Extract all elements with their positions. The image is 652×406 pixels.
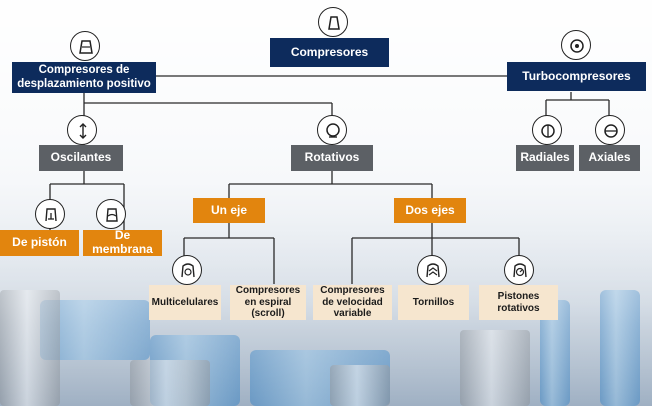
node-tornillos: Tornillos <box>398 285 469 320</box>
node-velocidad-line1: Compresores <box>320 285 385 297</box>
node-dos-ejes-label: Dos ejes <box>405 202 455 217</box>
radial-icon <box>532 115 562 145</box>
node-espiral-line2: en espiral <box>244 296 292 308</box>
rotary-icon <box>317 115 347 145</box>
compressor-icon <box>318 7 348 37</box>
node-espiral-line3: (scroll) <box>251 308 285 320</box>
node-compresores: Compresores <box>270 38 389 67</box>
node-oscilantes: Oscilantes <box>39 145 123 171</box>
node-piston: De pistón <box>0 230 79 256</box>
node-membrana: De membrana <box>83 228 162 256</box>
multicellular-icon <box>172 255 202 285</box>
node-turbocompresores: Turbocompresores <box>507 62 646 91</box>
node-axiales: Axiales <box>579 145 640 171</box>
node-oscilantes-label: Oscilantes <box>50 150 112 165</box>
turbo-icon <box>561 30 591 60</box>
node-pistones-rotativos: Pistones rotativos <box>479 285 558 320</box>
node-espiral-line1: Compresores <box>235 285 301 297</box>
node-piston-label: De pistón <box>12 235 67 250</box>
node-radiales: Radiales <box>516 145 574 171</box>
node-tornillos-label: Tornillos <box>412 296 455 308</box>
rotary-piston-icon <box>504 255 534 285</box>
node-axiales-label: Axiales <box>588 150 631 165</box>
node-un-eje: Un eje <box>193 198 265 223</box>
node-desplazamiento-line2: desplazamiento positivo <box>17 77 151 90</box>
screw-icon <box>417 255 447 285</box>
node-un-eje-label: Un eje <box>210 202 247 217</box>
axial-icon <box>595 115 625 145</box>
node-pistones-line1: Pistones <box>497 291 540 302</box>
node-radiales-label: Radiales <box>520 150 570 165</box>
node-multicelulares: Multicelulares <box>149 285 221 320</box>
piston-icon <box>35 199 65 229</box>
oscillating-icon <box>67 115 97 145</box>
node-dos-ejes: Dos ejes <box>394 198 466 223</box>
node-multicelulares-label: Multicelulares <box>151 296 219 308</box>
membrane-icon <box>96 199 126 229</box>
node-turbocompresores-label: Turbocompresores <box>522 68 631 83</box>
node-compresores-label: Compresores <box>290 44 369 59</box>
node-espiral: Compresores en espiral (scroll) <box>230 285 306 320</box>
node-velocidad-variable: Compresores de velocidad variable <box>313 285 392 320</box>
node-desplazamiento-positivo: Compresores de desplazamiento positivo <box>12 62 156 93</box>
node-rotativos-label: Rotativos <box>304 150 360 165</box>
node-velocidad-line3: variable <box>333 308 372 320</box>
displacement-icon <box>70 31 100 61</box>
node-pistones-line2: rotativos <box>497 302 540 314</box>
node-membrana-label: De membrana <box>92 228 153 256</box>
node-rotativos: Rotativos <box>291 145 373 171</box>
node-velocidad-line2: de velocidad <box>322 296 383 308</box>
node-desplazamiento-line1: Compresores de <box>38 64 130 77</box>
